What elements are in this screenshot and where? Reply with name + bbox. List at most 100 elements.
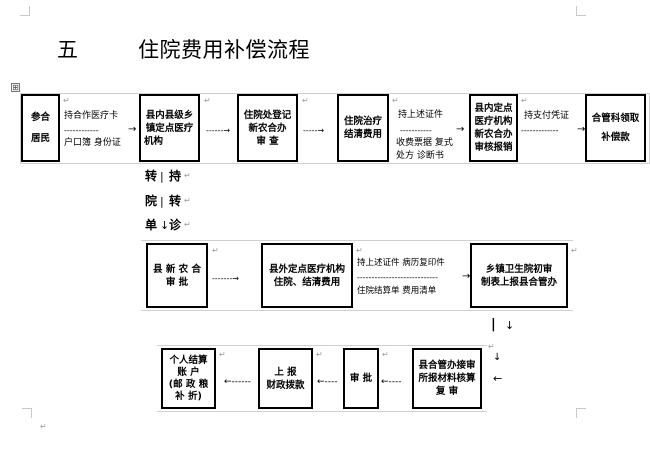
arrow-to-admission: ------→: [206, 126, 231, 135]
down-connector-bar: |: [491, 317, 496, 332]
row3-gridline-top: [157, 345, 487, 346]
admission-line-2: 新农合办: [248, 122, 287, 134]
receive-line-1: 合管科领取: [591, 113, 640, 124]
outside-hospital-box: 县外定点医疗机构 住院、结清费用: [261, 243, 353, 308]
review-line-2: 所报材料核算: [418, 373, 476, 384]
page-corner-top-right: [576, 6, 586, 16]
page-corner-top-left: [20, 6, 30, 16]
left-arrow-to-report: ←----: [317, 377, 338, 387]
personal-account-box: 个人结算 账 户 (邮 政 粮 补 折): [161, 348, 216, 409]
county-approval-line-2: 审 批: [165, 276, 189, 288]
report-line-1: 上 报: [274, 366, 297, 378]
voucher-arrow-head: →: [577, 124, 586, 135]
left-arrow-to-account: ←------: [224, 377, 252, 387]
row2-gridline-top: [141, 240, 573, 241]
row3-gridline-bottom: [157, 411, 487, 412]
voucher-label: 持支付凭证: [524, 111, 570, 121]
table-gridline-left: [20, 93, 21, 163]
reimbursement-line-4: 审核报销: [474, 142, 513, 153]
admission-box: 住院处登记 新农合办 审 查: [237, 94, 298, 162]
docs-bottom-label: 户口簿 身份证: [64, 138, 121, 148]
paragraph-mark: ↵: [316, 350, 323, 359]
out-docs-top-label: 持上述证件 病历复印件: [357, 258, 445, 268]
table-gridline-top: [20, 93, 650, 94]
side-char-3: 院: [145, 194, 158, 208]
down-connector-arrow-2: ↓: [493, 352, 502, 363]
paragraph-mark: ↵: [356, 246, 363, 255]
paragraph-mark: ↵: [40, 422, 47, 431]
out-docs-arrow-head: →: [462, 271, 471, 282]
docs-arrow-head: →: [128, 124, 137, 135]
side-sep-3: ↓: [160, 219, 170, 232]
paragraph-mark: ↵: [212, 246, 219, 255]
county-approval-box: 县 新 农 合 审 批: [146, 243, 208, 308]
admission-line-1: 住院处登记: [243, 109, 292, 121]
out-docs-dash-arrow: ----------------------------: [357, 273, 438, 282]
insured-line-1: 参合: [30, 112, 50, 123]
paragraph-mark: ↵: [184, 196, 191, 205]
treatment-line-2: 结清费用: [343, 129, 382, 140]
page-title: 住院费用补偿流程: [138, 38, 310, 62]
county-approval-line-1: 县 新 农 合: [153, 263, 201, 275]
town-center-box: 乡镇卫生院初审 制表上报县合管办: [470, 243, 568, 308]
certs-top-label: 持上述证件: [398, 110, 444, 120]
arrow-to-outside-hospital: -------→: [212, 274, 239, 283]
review-line-3: 复 审: [435, 386, 459, 397]
report-funding-box: 上 报 财政拨款: [258, 348, 313, 409]
side-char-1: 转: [145, 169, 158, 183]
town-center-line-1: 乡镇卫生院初审: [485, 263, 553, 275]
side-char-4: 转: [169, 194, 182, 208]
paragraph-mark: ↵: [184, 220, 191, 229]
treatment-box: 住院治疗 结清费用: [337, 94, 389, 162]
personal-account-line-2: 账 户: [177, 366, 200, 378]
certs-bottom-line-1: 收费票据 复式: [396, 138, 453, 148]
review-line-1: 县合管办接审: [418, 360, 476, 371]
voucher-dash-arrow: -------------: [521, 126, 559, 135]
report-line-2: 财政拨款: [266, 379, 305, 391]
approve-label: 审 批: [349, 373, 373, 384]
paragraph-mark: ↵: [392, 96, 399, 105]
side-sep-1: |: [160, 170, 164, 183]
side-char-2: 持: [169, 169, 182, 183]
reimbursement-line-1: 县内定点: [474, 103, 513, 114]
outside-hospital-line-1: 县外定点医疗机构: [268, 263, 345, 275]
side-char-5: 单: [145, 218, 158, 232]
paragraph-mark: ↵: [302, 96, 309, 105]
admission-line-3: 审 查: [256, 135, 279, 147]
left-arrow-to-approve: ←----: [381, 377, 402, 387]
table-move-handle[interactable]: ⊞: [11, 83, 20, 92]
county-hospital-line-2: 镇定点医疗: [145, 122, 194, 134]
outside-hospital-line-2: 住院、结清费用: [273, 276, 341, 288]
paragraph-mark: ↵: [571, 246, 578, 255]
paragraph-mark: ↵: [521, 96, 528, 105]
personal-account-line-1: 个人结算: [169, 354, 208, 366]
county-hospital-box: 县内县级乡 镇定点医疗 机构: [139, 94, 200, 162]
review-box: 县合管办接审 所报材料核算 复 审: [412, 348, 482, 409]
certs-arrow-head: →: [456, 124, 465, 135]
title-number: 五: [57, 38, 78, 62]
page-corner-bottom-left: [22, 408, 32, 418]
reimbursement-line-2: 医疗机构: [474, 116, 513, 127]
out-docs-bottom-label: 住院结算单 费用清单: [357, 286, 437, 296]
docs-dash-arrow: ------------: [64, 126, 99, 135]
county-hospital-line-1: 县内县级乡: [145, 109, 194, 121]
certs-bottom-line-2: 处方 诊断书: [396, 151, 444, 161]
paragraph-mark: ↵: [184, 171, 191, 180]
table-gridline-bottom: [20, 163, 650, 164]
side-sep-2: |: [160, 195, 164, 208]
insured-resident-box: 参合 居民: [21, 94, 60, 162]
docs-top-label: 持合作医疗卡: [64, 111, 119, 121]
side-char-6: 诊: [169, 218, 182, 232]
insured-line-2: 居民: [30, 133, 50, 144]
paragraph-mark: ↵: [382, 350, 389, 359]
town-center-line-2: 制表上报县合管办: [480, 276, 557, 288]
row2-gridline-bottom: [141, 310, 573, 311]
approve-box: 审 批: [343, 348, 379, 409]
paragraph-mark: ↵: [219, 350, 226, 359]
certs-dash-arrow: -----------: [400, 126, 432, 135]
down-connector-arrow: ↓: [505, 319, 515, 332]
down-connector-left-arrow: ←: [493, 372, 503, 385]
paragraph-mark: ↵: [488, 342, 495, 351]
personal-account-line-4: 补 折): [175, 390, 202, 402]
county-hospital-line-3: 机构: [144, 135, 164, 147]
